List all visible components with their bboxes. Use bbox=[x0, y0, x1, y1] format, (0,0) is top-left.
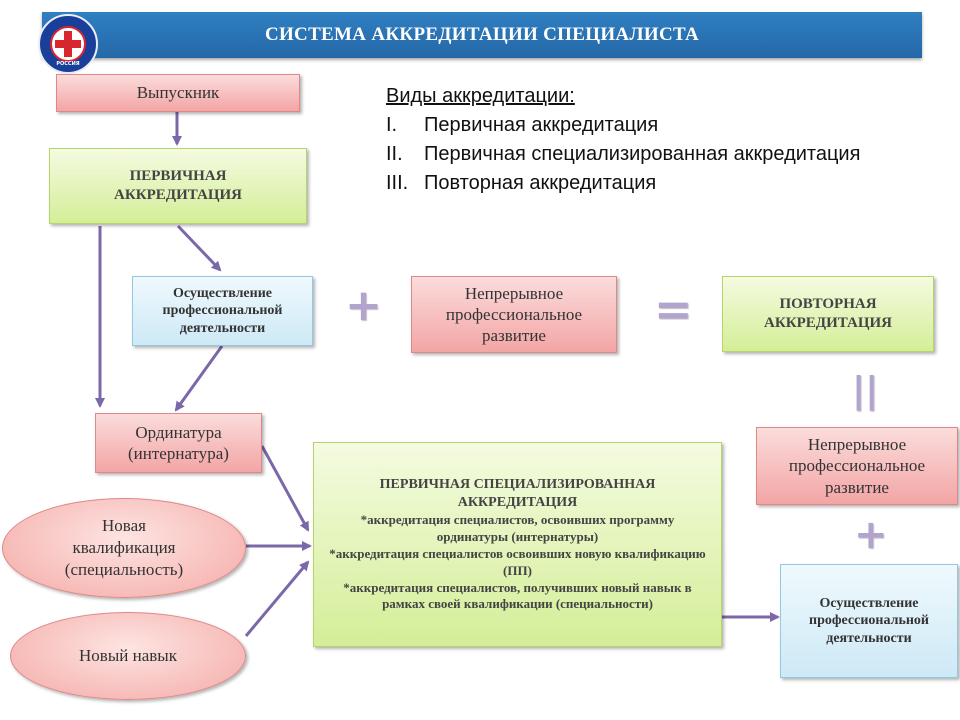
header-banner: СИСТЕМА АККРЕДИТАЦИИ СПЕЦИАЛИСТА bbox=[42, 12, 922, 58]
arrow-primary-to-practice bbox=[176, 224, 222, 272]
specialized-item: *аккредитация специалистов, освоивших пр… bbox=[360, 512, 675, 544]
new-qualification-line3: (специальность) bbox=[64, 560, 184, 580]
specialized-accreditation-box: ПЕРВИЧНАЯ СПЕЦИАЛИЗИРОВАННАЯ АККРЕДИТАЦИ… bbox=[313, 442, 722, 647]
primary-accreditation-box: ПЕРВИЧНАЯ АККРЕДИТАЦИЯ bbox=[49, 148, 307, 224]
residency-label-line2: (интернатура) bbox=[128, 444, 229, 463]
cpd-top-label: Непрерывное профессиональное развитие bbox=[445, 283, 583, 346]
repeat-accreditation-label: ПОВТОРНАЯ АККРЕДИТАЦИЯ bbox=[764, 296, 892, 331]
arrow-practice-to-residency bbox=[174, 345, 224, 412]
cpd-box-top: Непрерывное профессиональное развитие bbox=[411, 276, 617, 353]
types-item: I.Первичная аккредитация bbox=[386, 114, 659, 136]
graduate-label: Выпускник bbox=[136, 83, 220, 103]
practice-top-label: Осуществление профессиональной деятельно… bbox=[162, 285, 283, 336]
accreditation-types-list: Виды аккредитации: I.Первичная аккредита… bbox=[386, 82, 860, 198]
new-qualification-ellipse: Новая квалификация (специальность) bbox=[2, 498, 246, 598]
logo-text: РОССИЯ bbox=[56, 61, 80, 67]
practice-box-top: Осуществление профессиональной деятельно… bbox=[132, 276, 313, 346]
equals-vertical-symbol: || bbox=[852, 370, 879, 411]
new-skill-ellipse: Новый навык bbox=[10, 612, 246, 700]
plus-symbol-right: + bbox=[854, 512, 888, 558]
plus-symbol-top: + bbox=[345, 280, 382, 331]
new-qualification-line1: Новая bbox=[102, 515, 146, 535]
page-title: СИСТЕМА АККРЕДИТАЦИИ СПЕЦИАЛИСТА bbox=[264, 24, 700, 45]
new-qualification-line2: квалификация bbox=[72, 537, 176, 557]
specialized-item: *аккредитация специалистов, получивших н… bbox=[343, 579, 692, 612]
types-title: Виды аккредитации: bbox=[386, 85, 575, 107]
primary-accreditation-label: ПЕРВИЧНАЯ АККРЕДИТАЦИЯ bbox=[114, 168, 242, 203]
specialized-item: *аккредитация специалистов освоивших нов… bbox=[329, 545, 706, 578]
graduate-box: Выпускник bbox=[56, 74, 300, 112]
types-item: II.Первичная специализированная аккредит… bbox=[386, 143, 861, 165]
cpd-right-label: Непрерывное профессиональное развитие bbox=[788, 435, 926, 497]
new-skill-label: Новый навык bbox=[79, 645, 177, 665]
equals-symbol: = bbox=[654, 282, 693, 336]
practice-box-bottom: Осуществление профессиональной деятельно… bbox=[780, 564, 958, 678]
repeat-accreditation-box: ПОВТОРНАЯ АККРЕДИТАЦИЯ bbox=[722, 276, 934, 352]
residency-box: Ординатура (интернатура) bbox=[95, 413, 262, 473]
residency-label-line1: Ординатура bbox=[135, 422, 222, 442]
arrow-newskill-to-specialized bbox=[244, 560, 310, 637]
emblem-logo: РОССИЯ bbox=[38, 14, 98, 74]
types-item: III.Повторная аккредитация bbox=[386, 172, 657, 194]
arrow-residency-to-specialized bbox=[260, 445, 310, 532]
specialized-title: ПЕРВИЧНАЯ СПЕЦИАЛИЗИРОВАННАЯ АККРЕДИТАЦИ… bbox=[379, 476, 656, 510]
practice-bottom-label: Осуществление профессиональной деятельно… bbox=[809, 595, 929, 646]
cpd-box-right: Непрерывное профессиональное развитие bbox=[756, 427, 958, 505]
